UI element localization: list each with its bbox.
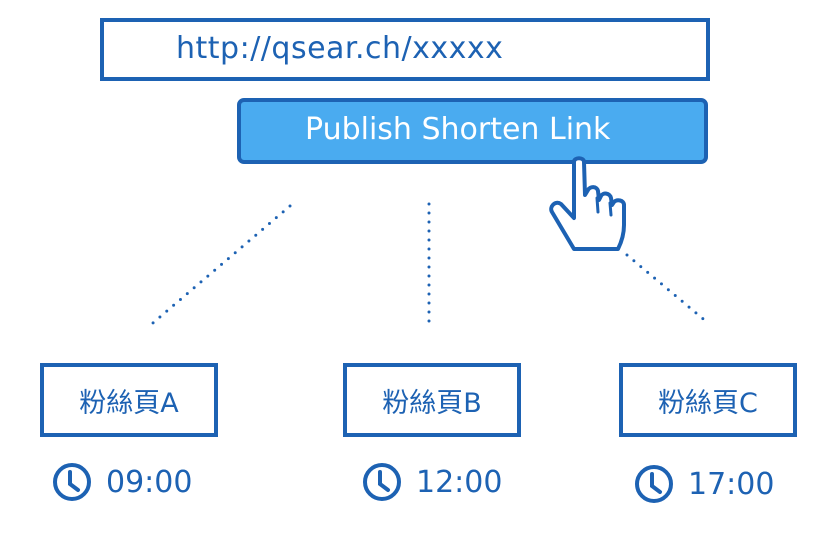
fan-page-b-box: 粉絲頁B (343, 363, 521, 437)
fan-page-c-box: 粉絲頁C (619, 363, 797, 437)
clock-icon (635, 465, 673, 503)
fan-page-a-label: 粉絲頁A (79, 387, 179, 419)
connector-line-c (625, 253, 710, 325)
clock-icon (53, 463, 91, 501)
schedule-time-a: 09:00 (52, 462, 192, 502)
publish-button-label: Publish Shorten Link (305, 112, 611, 147)
schedule-time-c: 17:00 (634, 464, 774, 504)
time-a-label: 09:00 (106, 464, 193, 500)
clock-icon (363, 463, 401, 501)
url-field[interactable]: http://qsear.ch/xxxxx (100, 18, 710, 81)
schedule-time-b: 12:00 (362, 462, 502, 502)
connector-line-a (145, 204, 292, 330)
time-c-label: 17:00 (688, 466, 775, 502)
fan-page-a-box: 粉絲頁A (40, 363, 218, 437)
time-b-label: 12:00 (416, 464, 503, 500)
fan-page-c-label: 粉絲頁C (658, 387, 758, 419)
publish-shorten-link-button[interactable]: Publish Shorten Link (237, 98, 708, 164)
url-text: http://qsear.ch/xxxxx (176, 31, 504, 66)
fan-page-b-label: 粉絲頁B (382, 387, 482, 419)
